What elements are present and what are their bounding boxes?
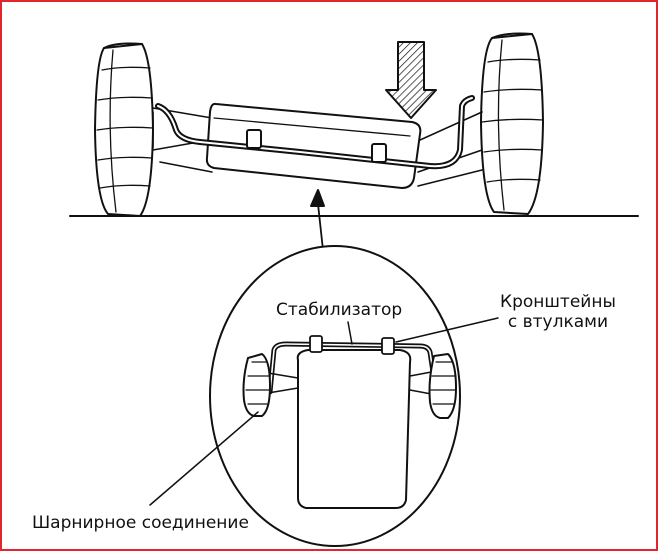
brackets-label: Кронштейны с втулками [500, 292, 616, 332]
detail-stabilizer-bar [267, 341, 439, 395]
detail-body [296, 349, 412, 509]
vehicle-body [205, 102, 422, 189]
left-wheel [94, 42, 154, 217]
right-wheel [480, 32, 544, 215]
load-arrow-icon [385, 41, 437, 119]
stabilizer-label: Стабилизатор [276, 300, 403, 320]
bar-brackets [246, 129, 387, 163]
ball-joint-label: Шарнирное соединение [32, 513, 249, 533]
leader-lines [149, 317, 499, 506]
detail-left-wheel [242, 353, 271, 417]
detail-brackets [309, 335, 395, 355]
leader-brackets [395, 317, 499, 343]
detail-right-wheel [428, 353, 457, 419]
stabilizer-bar [155, 95, 475, 170]
brackets-label-line1: Кронштейны [500, 292, 616, 312]
brackets-label-line2: с втулками [507, 312, 609, 332]
leader-joint [149, 411, 259, 506]
right-suspension-arms [417, 111, 483, 187]
leader-stabilizer [347, 321, 353, 345]
